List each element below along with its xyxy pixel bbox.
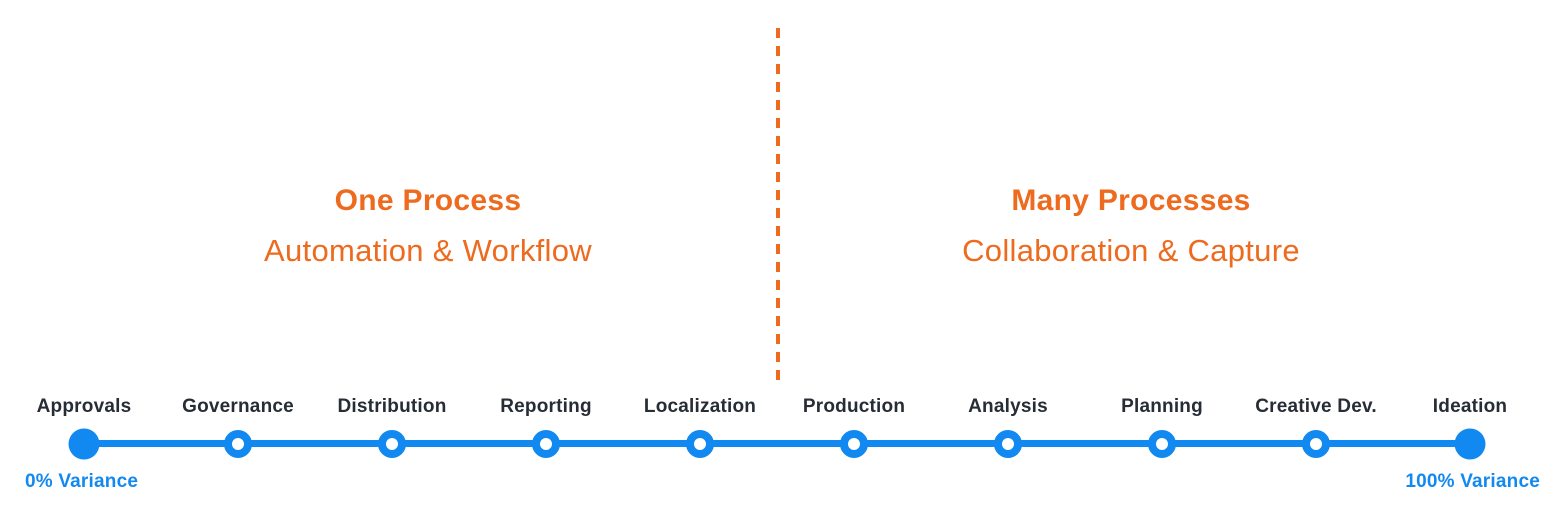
right-section-heading: Many Processes Collaboration & Capture	[831, 184, 1431, 268]
left-section-subtitle: Automation & Workflow	[264, 232, 592, 268]
milestone-label: Analysis	[968, 396, 1048, 417]
milestone-label: Localization	[643, 396, 757, 417]
milestone-dot-hollow	[1302, 430, 1330, 458]
right-section-title: Many Processes	[1011, 184, 1251, 217]
milestone-dot-hollow	[378, 430, 406, 458]
milestone-dot-hollow	[840, 430, 868, 458]
right-section-subtitle: Collaboration & Capture	[962, 232, 1300, 268]
variance-end-label: 100% Variance	[1405, 471, 1540, 492]
timeline-track	[84, 440, 1470, 447]
left-section-heading: One Process Automation & Workflow	[128, 184, 728, 268]
milestone-dot-hollow	[224, 430, 252, 458]
variance-start-label: 0% Variance	[25, 471, 139, 492]
milestone-dot-hollow	[994, 430, 1022, 458]
milestone-label: Production	[802, 396, 906, 417]
milestone-dot-filled	[1454, 428, 1486, 460]
milestone-label: Governance	[182, 396, 294, 417]
milestone-dot-hollow	[1148, 430, 1176, 458]
milestone-label: Planning	[1121, 396, 1203, 417]
milestone-label: Distribution	[337, 396, 447, 417]
milestone-label: Ideation	[1432, 396, 1508, 417]
milestone-label: Approvals	[36, 396, 132, 417]
milestone-label: Creative Dev.	[1255, 396, 1377, 417]
milestone-dot-filled	[68, 428, 100, 460]
milestone-dot-hollow	[532, 430, 560, 458]
section-divider-dashed-line	[776, 28, 780, 385]
milestone-dot-hollow	[686, 430, 714, 458]
left-section-title: One Process	[334, 184, 522, 217]
milestone-label: Reporting	[500, 396, 592, 417]
